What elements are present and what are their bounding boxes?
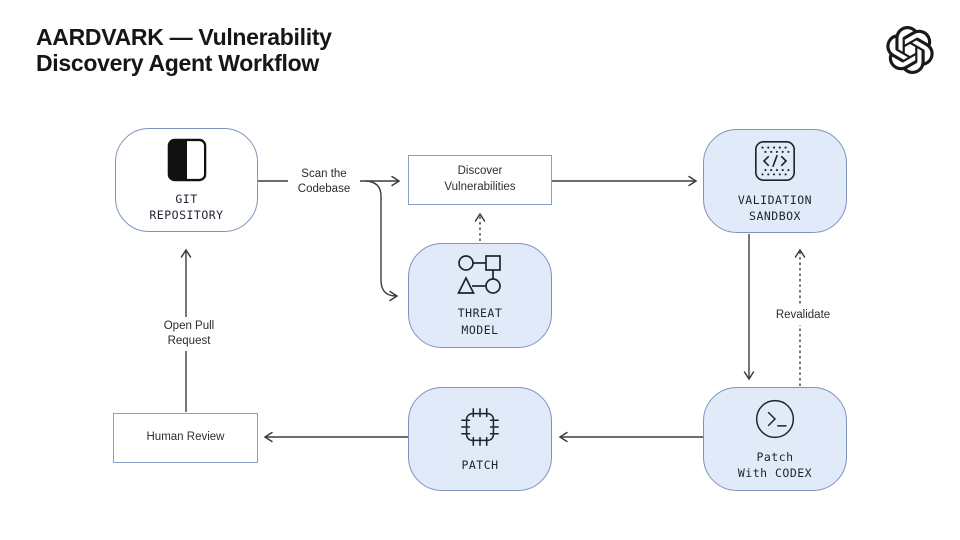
chip-icon <box>457 405 503 449</box>
repository-book-icon <box>166 137 208 183</box>
openai-logo-icon <box>886 26 934 75</box>
threat-model-shapes-icon <box>456 253 504 297</box>
human-review-box: Human Review <box>113 413 258 463</box>
threat-model-node: THREAT MODEL <box>408 243 552 348</box>
patch-label: PATCH <box>461 457 499 472</box>
discover-vulnerabilities-box: Discover Vulnerabilities <box>408 155 552 205</box>
revalidate-label: Revalidate <box>764 306 842 325</box>
terminal-icon <box>753 397 797 441</box>
code-sandbox-icon <box>752 138 798 184</box>
validation-sandbox-label: VALIDATION SANDBOX <box>737 192 813 223</box>
git-repository-node: GIT REPOSITORY <box>115 128 258 232</box>
open-pull-request-label: Open Pull Request <box>151 317 227 351</box>
edge-scan-branch-to-threat-model <box>365 180 399 302</box>
patch-with-codex-node: Patch With CODEX <box>703 387 847 491</box>
patch-node: PATCH <box>408 387 552 491</box>
threat-model-label: THREAT MODEL <box>457 306 503 337</box>
page-title: AARDVARK — Vulnerability Discovery Agent… <box>36 24 332 77</box>
patch-with-codex-label: Patch With CODEX <box>737 449 813 480</box>
discover-vulnerabilities-label: Discover Vulnerabilities <box>444 165 516 193</box>
git-repository-label: GIT REPOSITORY <box>149 191 224 222</box>
scan-the-codebase-label: Scan the Codebase <box>288 165 360 199</box>
human-review-label: Human Review <box>146 431 225 444</box>
validation-sandbox-node: VALIDATION SANDBOX <box>703 129 847 233</box>
